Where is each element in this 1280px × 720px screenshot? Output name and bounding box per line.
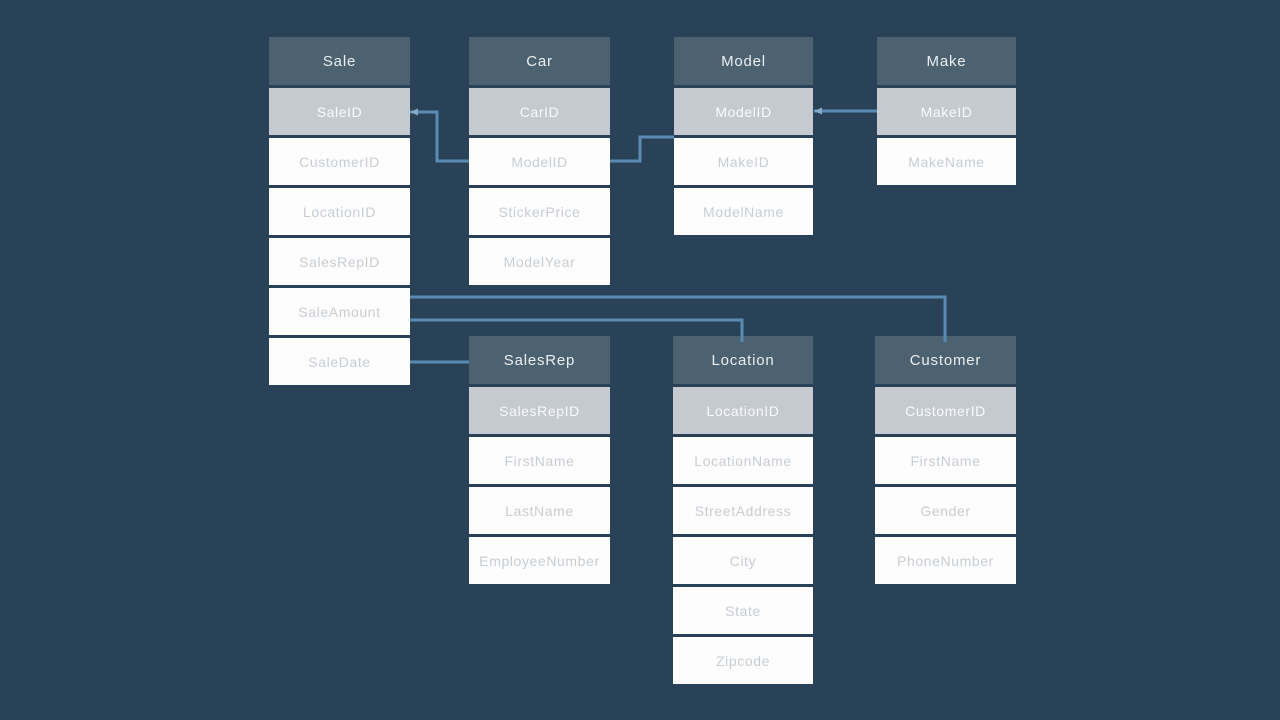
table-customer-field-firstname: FirstName bbox=[875, 437, 1016, 484]
table-salesrep-header: SalesRep bbox=[469, 336, 610, 384]
table-salesrep-field-lastname: LastName bbox=[469, 487, 610, 534]
table-make-field-makename: MakeName bbox=[877, 138, 1016, 185]
table-location-field-streetaddress: StreetAddress bbox=[673, 487, 813, 534]
table-sale-field-saleid: SaleID bbox=[269, 88, 410, 135]
table-location-field-city: City bbox=[673, 537, 813, 584]
table-location-field-locationid: LocationID bbox=[673, 387, 813, 434]
table-salesrep-field-employeenumber: EmployeeNumber bbox=[469, 537, 610, 584]
table-car-field-modelid: ModelID bbox=[469, 138, 610, 185]
table-sale-field-saleamount: SaleAmount bbox=[269, 288, 410, 335]
table-sale-field-saledate: SaleDate bbox=[269, 338, 410, 385]
table-model-field-modelname: ModelName bbox=[674, 188, 813, 235]
table-car-field-stickerprice: StickerPrice bbox=[469, 188, 610, 235]
table-car-field-carid: CarID bbox=[469, 88, 610, 135]
table-location-header: Location bbox=[673, 336, 813, 384]
table-sale-field-locationid: LocationID bbox=[269, 188, 410, 235]
table-customer-field-gender: Gender bbox=[875, 487, 1016, 534]
table-car-header: Car bbox=[469, 37, 610, 85]
table-location-field-locationname: LocationName bbox=[673, 437, 813, 484]
connector-make-model-arrowhead-icon bbox=[814, 107, 822, 115]
table-sale-field-customerid: CustomerID bbox=[269, 138, 410, 185]
table-customer-field-phonenumber: PhoneNumber bbox=[875, 537, 1016, 584]
table-customer-field-customerid: CustomerID bbox=[875, 387, 1016, 434]
table-location-field-state: State bbox=[673, 587, 813, 634]
table-location-field-zipcode: Zipcode bbox=[673, 637, 813, 684]
table-sale-header: Sale bbox=[269, 37, 410, 85]
connector-sale-car bbox=[410, 110, 469, 163]
table-salesrep-field-firstname: FirstName bbox=[469, 437, 610, 484]
table-model-header: Model bbox=[674, 37, 813, 85]
table-model-field-makeid: MakeID bbox=[674, 138, 813, 185]
table-sale-field-salesrepid: SalesRepID bbox=[269, 238, 410, 285]
table-make-header: Make bbox=[877, 37, 1016, 85]
table-car-field-modelyear: ModelYear bbox=[469, 238, 610, 285]
table-make-field-makeid: MakeID bbox=[877, 88, 1016, 135]
table-customer-header: Customer bbox=[875, 336, 1016, 384]
table-salesrep-field-salesrepid: SalesRepID bbox=[469, 387, 610, 434]
table-model-field-modelid: ModelID bbox=[674, 88, 813, 135]
connector-sale-car-arrowhead-icon bbox=[410, 108, 418, 116]
connector-car-model bbox=[610, 135, 674, 163]
